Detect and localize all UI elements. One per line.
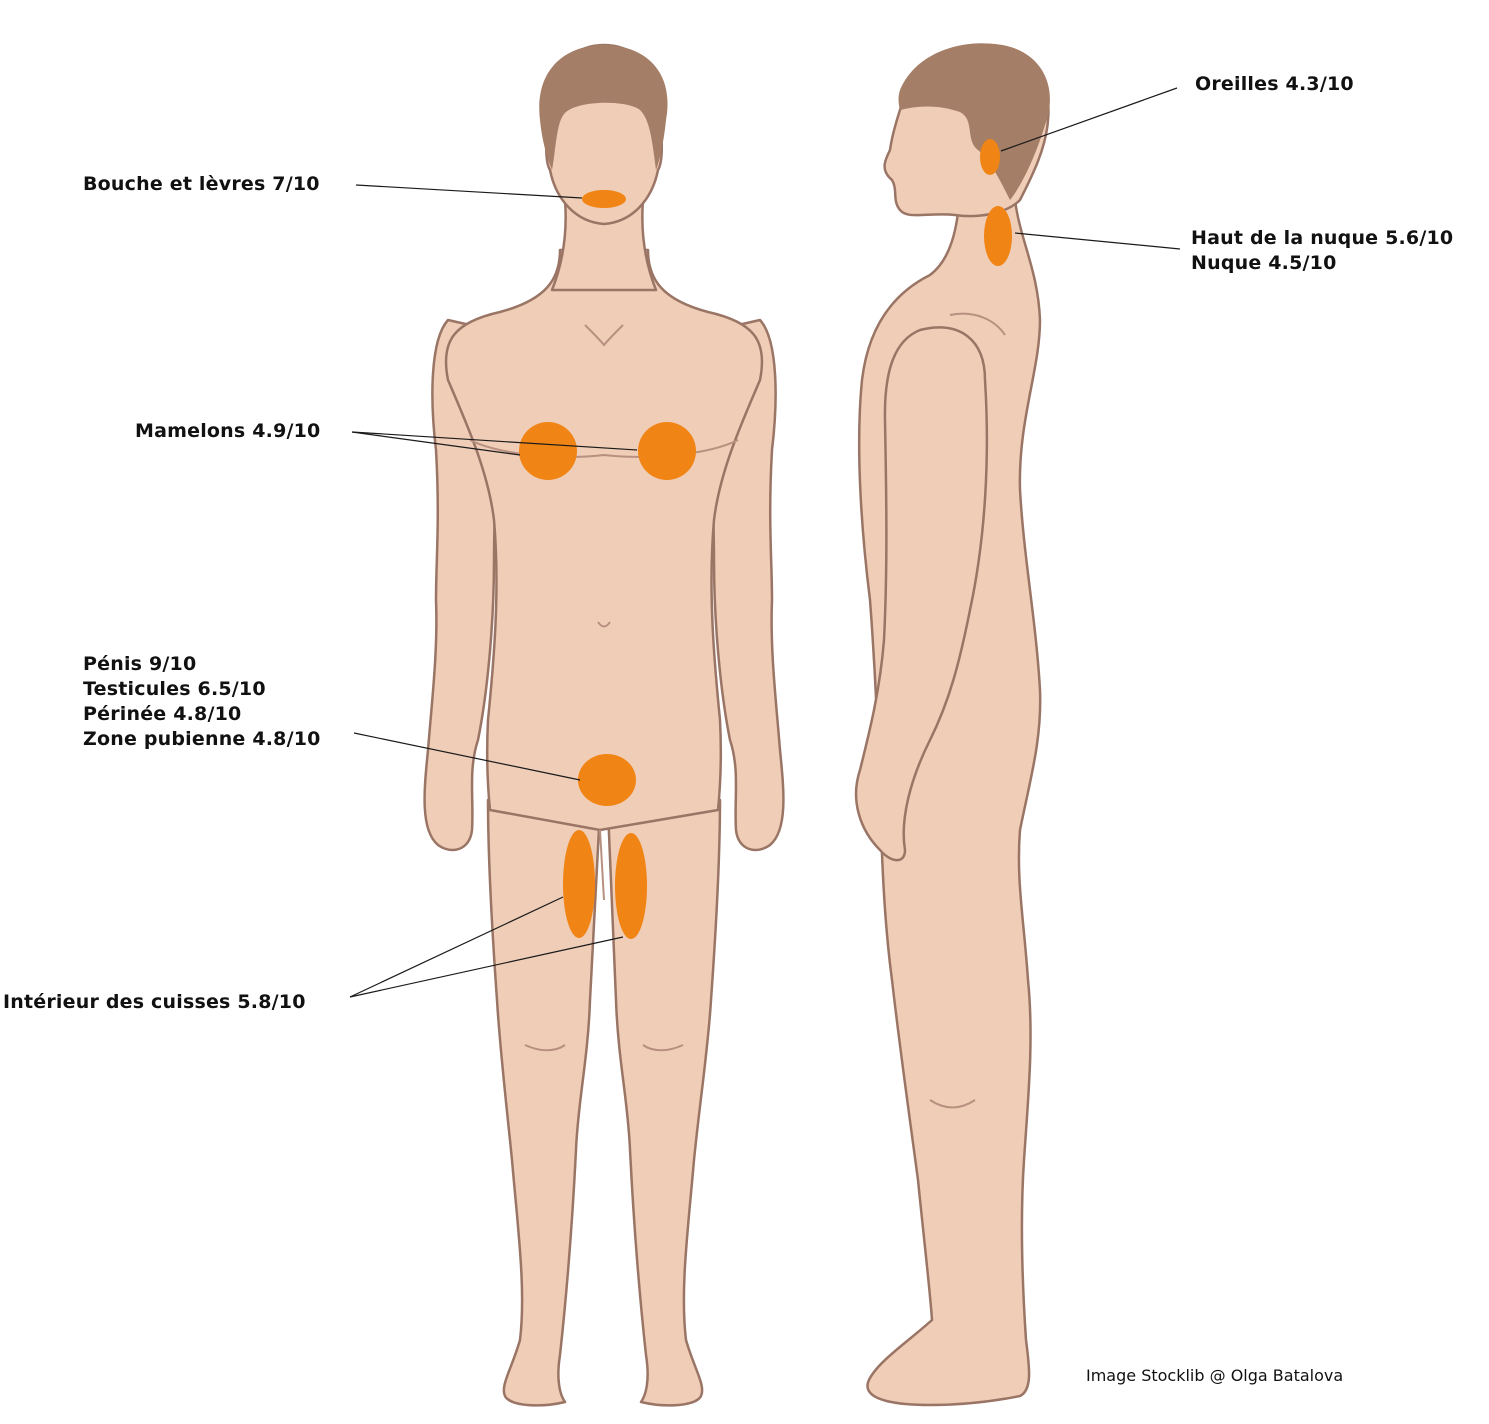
zone-nipple-left: [519, 422, 577, 480]
image-credit: Image Stocklib @ Olga Batalova: [1086, 1366, 1343, 1385]
label-zone-pubienne: Zone pubienne 4.8/10: [83, 727, 321, 752]
zone-ear: [980, 139, 1000, 175]
zone-nipple-right: [638, 422, 696, 480]
label-nuque: Nuque 4.5/10: [1191, 251, 1337, 276]
leader-line-bouche: [356, 185, 582, 198]
label-testicules: Testicules 6.5/10: [83, 677, 266, 702]
front-body-figure: [425, 45, 784, 1405]
zone-thigh-right: [615, 833, 647, 939]
label-penis: Pénis 9/10: [83, 652, 196, 677]
leader-line-nuque: [1015, 233, 1180, 249]
label-bouche: Bouche et lèvres 7/10: [83, 172, 320, 197]
label-haut-nuque: Haut de la nuque 5.6/10: [1191, 226, 1453, 251]
zone-upper-neck: [984, 206, 1012, 266]
zone-pubic: [578, 754, 636, 806]
label-cuisses: Intérieur des cuisses 5.8/10: [3, 990, 306, 1015]
zone-thigh-left: [563, 830, 595, 938]
label-perinee: Périnée 4.8/10: [83, 702, 241, 727]
label-oreilles: Oreilles 4.3/10: [1195, 72, 1354, 97]
zone-mouth: [582, 190, 626, 208]
side-body-figure: [856, 45, 1048, 1405]
label-mamelons: Mamelons 4.9/10: [135, 419, 320, 444]
